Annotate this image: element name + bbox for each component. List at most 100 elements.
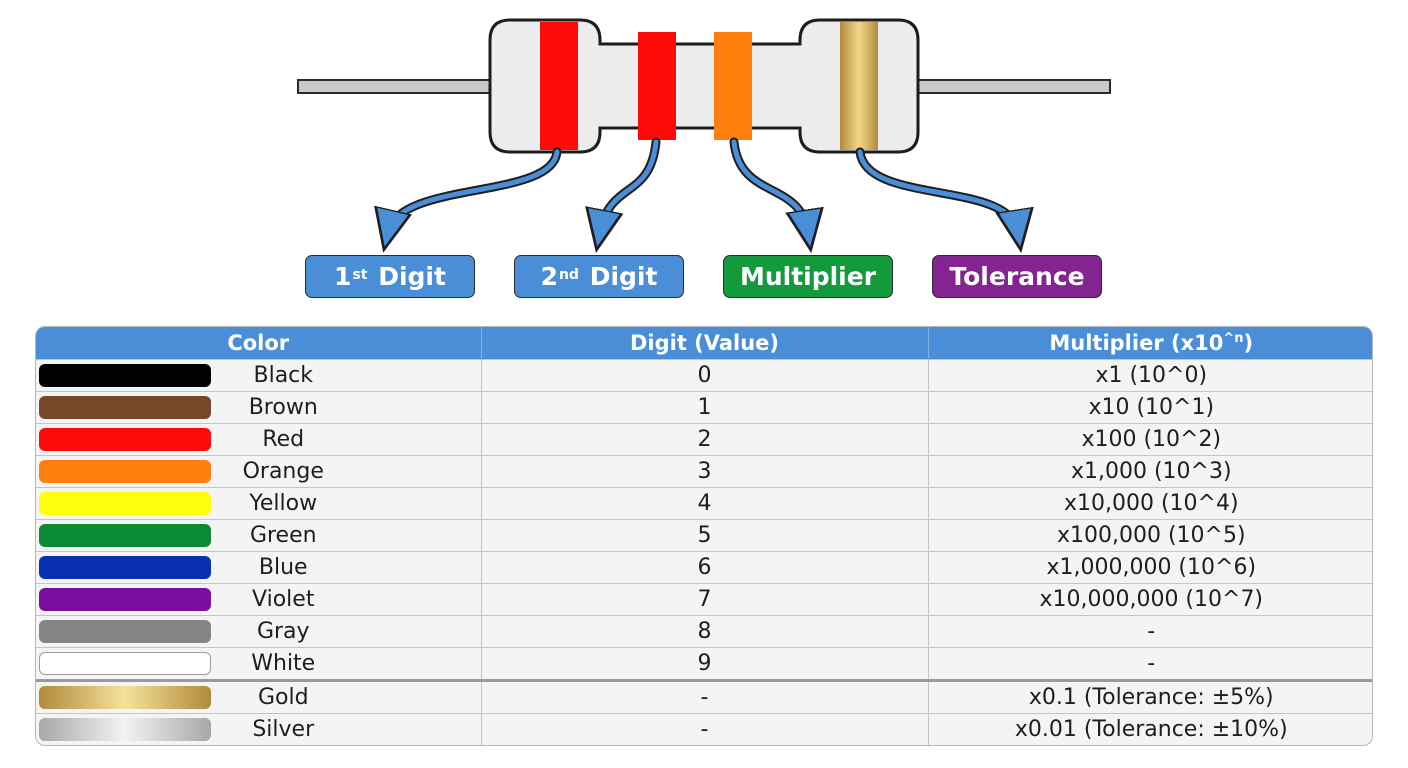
color-cell: Red xyxy=(36,423,482,456)
multiplier-label: Multiplier xyxy=(723,255,893,298)
multiplier-value: x100 (10^2) xyxy=(928,423,1372,456)
digit-value: - xyxy=(481,679,929,714)
color-swatch xyxy=(39,492,211,515)
multiplier-value: - xyxy=(928,647,1372,681)
arrow-3 xyxy=(731,139,808,232)
multiplier-value: x1 (10^0) xyxy=(928,359,1372,392)
color-name: Orange xyxy=(242,459,324,484)
color-name: Red xyxy=(262,427,305,452)
resistor-diagram xyxy=(297,18,1111,320)
left-lead xyxy=(297,79,499,94)
color-name: Brown xyxy=(248,395,318,420)
color-cell: Violet xyxy=(36,583,482,616)
table-header-row: Color Digit (Value) Multiplier (x10^n) xyxy=(36,327,1372,360)
color-swatch xyxy=(39,620,211,643)
color-swatch xyxy=(39,396,211,419)
tolerance-label: Tolerance xyxy=(932,255,1102,298)
color-cell: Green xyxy=(36,519,482,552)
arrow-1 xyxy=(388,149,560,232)
color-cell: Black xyxy=(36,359,482,392)
multiplier-value: x1,000 (10^3) xyxy=(928,455,1372,488)
color-cell: Brown xyxy=(36,391,482,424)
color-cell: Silver xyxy=(36,713,482,745)
color-swatch xyxy=(39,524,211,547)
multiplier-value: x1,000,000 (10^6) xyxy=(928,551,1372,584)
digit-value: 6 xyxy=(481,551,929,584)
digit-value: 0 xyxy=(481,359,929,392)
table-row: Gold -x0.1 (Tolerance: ±5%) xyxy=(36,679,1372,714)
first-digit-num: 1 xyxy=(334,262,352,291)
resistor-body xyxy=(488,18,920,154)
band-3 xyxy=(714,32,752,140)
color-cell: Gold xyxy=(36,679,482,714)
color-name: Yellow xyxy=(249,491,318,516)
color-swatch xyxy=(39,364,211,387)
color-name: Violet xyxy=(252,587,315,612)
multiplier-value: x100,000 (10^5) xyxy=(928,519,1372,552)
digit-value: 5 xyxy=(481,519,929,552)
first-digit-sup: st xyxy=(352,266,368,283)
second-digit-sup: nd xyxy=(558,266,579,283)
color-swatch xyxy=(39,718,211,741)
color-cell: Orange xyxy=(36,455,482,488)
color-cell: Blue xyxy=(36,551,482,584)
color-name: White xyxy=(251,651,316,676)
band-2 xyxy=(638,32,676,140)
table-row: Silver -x0.01 (Tolerance: ±10%) xyxy=(36,713,1372,745)
color-swatch xyxy=(39,588,211,611)
digit-value: 9 xyxy=(481,647,929,681)
second-digit-num: 2 xyxy=(540,262,558,291)
multiplier-value: - xyxy=(928,615,1372,648)
band-4 xyxy=(840,22,878,150)
color-swatch xyxy=(39,428,211,451)
digit-value: 2 xyxy=(481,423,929,456)
color-cell: Yellow xyxy=(36,487,482,520)
color-code-table: Color Digit (Value) Multiplier (x10^n) B… xyxy=(35,326,1373,746)
color-swatch xyxy=(39,652,211,675)
header-multiplier: Multiplier (x10^n) xyxy=(928,327,1372,360)
color-cell: Gray xyxy=(36,615,482,648)
color-name: Blue xyxy=(258,555,308,580)
table-row: Gray 8- xyxy=(36,615,1372,648)
color-swatch xyxy=(39,556,211,579)
digit-value: 1 xyxy=(481,391,929,424)
header-digit: Digit (Value) xyxy=(481,327,929,360)
band-1 xyxy=(540,22,578,150)
table-row: White 9- xyxy=(36,647,1372,681)
right-lead xyxy=(909,79,1111,94)
multiplier-value: x10,000 (10^4) xyxy=(928,487,1372,520)
digit-value: 8 xyxy=(481,615,929,648)
multiplier-value: x10 (10^1) xyxy=(928,391,1372,424)
color-swatch xyxy=(39,460,211,483)
color-name: Green xyxy=(249,523,317,548)
digit-value: 3 xyxy=(481,455,929,488)
arrow-2-outline xyxy=(595,137,661,237)
arrow-4 xyxy=(857,149,1018,232)
multiplier-value: x0.01 (Tolerance: ±10%) xyxy=(928,713,1372,745)
digit-value: - xyxy=(481,713,929,745)
color-name: Gold xyxy=(257,685,309,710)
color-swatch xyxy=(39,686,211,709)
first-digit-word: Digit xyxy=(378,262,446,291)
color-name: Black xyxy=(253,363,314,388)
digit-value: 7 xyxy=(481,583,929,616)
arrow-2 xyxy=(600,139,659,232)
color-name: Silver xyxy=(252,717,315,742)
multiplier-value: x10,000,000 (10^7) xyxy=(928,583,1372,616)
color-cell: White xyxy=(36,647,482,681)
digit-value: 4 xyxy=(481,487,929,520)
header-color: Color xyxy=(36,327,482,360)
second-digit-word: Digit xyxy=(589,262,658,291)
multiplier-value: x0.1 (Tolerance: ±5%) xyxy=(928,679,1372,714)
color-name: Gray xyxy=(256,619,310,644)
